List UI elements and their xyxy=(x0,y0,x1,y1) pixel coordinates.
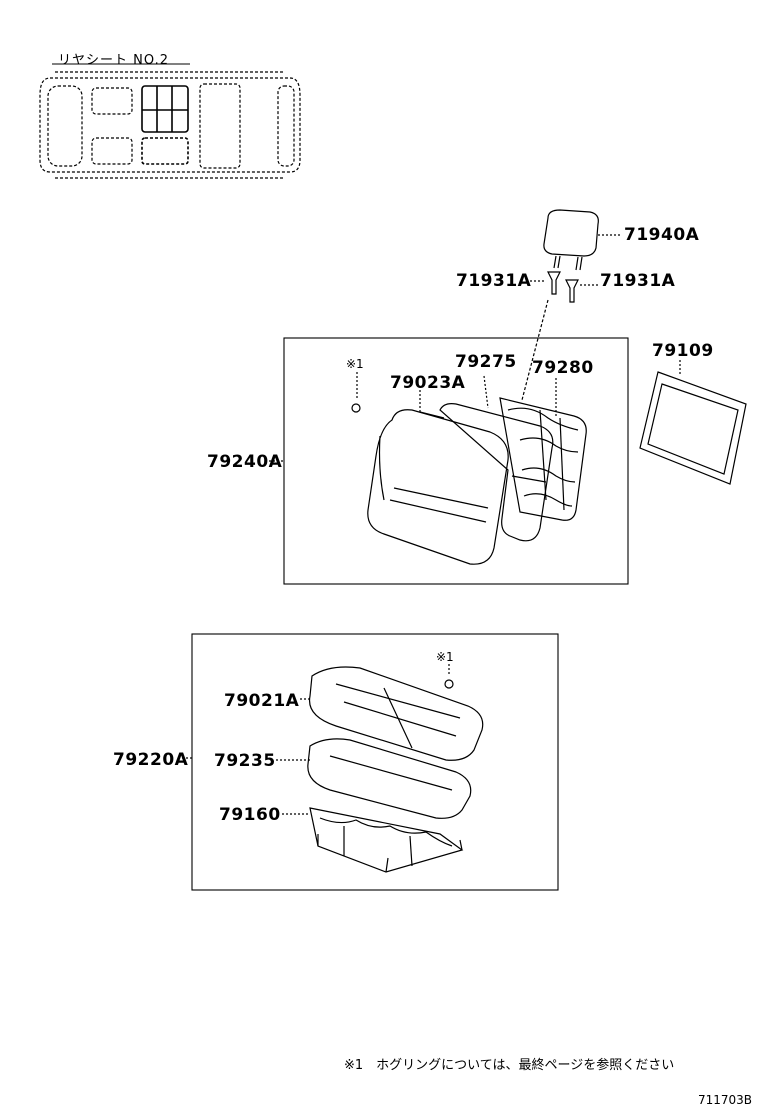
seat-back-frame-icon xyxy=(499,397,587,521)
seat-cushion-frame-icon xyxy=(309,807,464,873)
hog-ring-icon xyxy=(444,679,454,689)
footnote: ※1 ホグリングについては、最終ページを参照ください xyxy=(344,1058,675,1073)
hog-ring-note-marker: ※1 xyxy=(346,357,364,371)
seat-cushion-cover-icon xyxy=(308,666,484,761)
seat-cushion-group-frame xyxy=(191,633,559,891)
part-label-back-frame: 79280 xyxy=(532,358,594,378)
part-label-seat-back-assy: 79240A xyxy=(207,452,283,472)
illustration-code: 711703B xyxy=(698,1093,753,1107)
seat-back-pad-icon xyxy=(439,403,554,542)
seat-back-cover-icon xyxy=(367,409,509,565)
headrest-support-icon xyxy=(547,271,579,303)
part-label-back-cover: 79023A xyxy=(390,373,466,393)
headrest-icon xyxy=(543,209,599,271)
part-label-headrest-support-right: 71931A xyxy=(600,271,676,291)
part-label-cushion-cover: 79021A xyxy=(224,691,300,711)
hog-ring-note-marker: ※1 xyxy=(436,650,454,664)
seat-back-group-frame xyxy=(283,337,629,585)
seat-cushion-pad-icon xyxy=(307,738,472,819)
diagram-title: リヤシート NO.2 xyxy=(58,53,169,68)
part-label-cushion-pad: 79235 xyxy=(214,751,276,771)
part-label-board: 79109 xyxy=(652,341,714,361)
highlighted-seat-icon xyxy=(141,85,189,165)
hog-ring-icon xyxy=(351,403,361,413)
part-label-cushion-frame: 79160 xyxy=(219,805,281,825)
part-label-seat-cushion-assy: 79220A xyxy=(113,750,189,770)
part-label-headrest: 71940A xyxy=(624,225,700,245)
vehicle-overview-icon xyxy=(39,71,301,179)
board-icon xyxy=(639,371,747,485)
part-label-headrest-support-left: 71931A xyxy=(456,271,532,291)
part-label-back-pad: 79275 xyxy=(455,352,517,372)
